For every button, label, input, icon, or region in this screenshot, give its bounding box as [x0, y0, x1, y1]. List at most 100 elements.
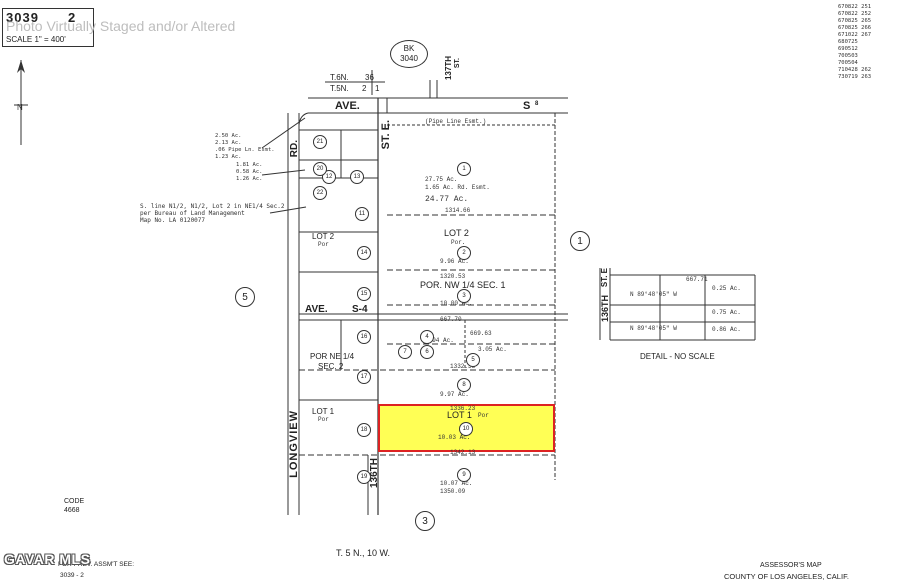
parcel-number: 17	[357, 370, 371, 384]
detail-acreage-2: 0.75 Ac.	[712, 309, 741, 316]
township-6n: T.6N.	[330, 73, 349, 82]
prev-ref: 3039 - 2	[60, 572, 84, 579]
detail-acreage-1: 0.25 Ac.	[712, 285, 741, 292]
parcel-number: 15	[357, 287, 371, 301]
pipe-line: (Pipe Line Esmt.)	[425, 118, 487, 125]
parcel-number: 6	[420, 345, 434, 359]
lot1-right: LOT 1	[447, 410, 472, 420]
dimension: 1320.53	[440, 273, 466, 280]
detail-acreage-3: 0.86 Ac.	[712, 326, 741, 333]
detail-bearing-1: N 89°48'05" W	[630, 291, 677, 298]
note-line: 680725	[838, 39, 858, 45]
acreage: 10.00 Ac.	[440, 300, 473, 307]
parcel-number: 13	[350, 170, 364, 184]
road-ave-mid: AVE.	[305, 304, 328, 315]
lot1-left: LOT 1	[312, 407, 335, 416]
mls-logo: GAVAR MLS	[4, 551, 91, 567]
dimension: 1342.13	[450, 449, 476, 456]
acreage: 10.07 Ac.	[440, 480, 473, 487]
parcel-number: 7	[398, 345, 412, 359]
dimension: 1314.66	[445, 207, 471, 214]
road-longview: LONGVIEW	[288, 410, 300, 478]
acreage: 9.94 Ac.	[425, 337, 454, 344]
parcel-number: 21	[313, 135, 327, 149]
detail-road-st-e: ST. E	[600, 268, 609, 288]
parcel-number: 19	[357, 470, 371, 484]
survey-note: S. line N1/2, N1/2, Lot 2 in NE1/4 Sec.2…	[140, 203, 285, 224]
north-arrow-icon: N	[14, 60, 28, 145]
code-value: 4668	[64, 507, 80, 514]
note-line: 671022 267	[838, 32, 872, 38]
book-ref: BK 3040	[390, 40, 428, 68]
parcel-number: 10	[459, 422, 473, 436]
road-s4: S-4	[352, 304, 368, 315]
road-s-top: S	[523, 100, 531, 112]
township-5n: T.5N.	[330, 84, 349, 93]
code-label: CODE	[64, 498, 85, 505]
parcel-number: 14	[357, 246, 371, 260]
road-137th-st: ST.	[454, 58, 461, 69]
left-note-1: 2.50 Ac. 2.13 Ac. .06 Pipe Ln. Esmt. 1.2…	[215, 133, 275, 160]
parcel-number: 16	[357, 330, 371, 344]
note-line: 730719 263	[838, 74, 872, 80]
lot2-right: LOT 2	[444, 228, 469, 238]
note-line: 670825 266	[838, 25, 872, 31]
note-line: 700503	[838, 53, 858, 59]
scale-label: SCALE 1" = 400'	[6, 35, 66, 44]
note-line: 670825 265	[838, 18, 872, 24]
lot1-right-por: Por	[478, 412, 489, 419]
dimension: 667.70	[440, 316, 462, 323]
watermark: Photo Virtually Staged and/or Altered	[6, 18, 236, 34]
note-line: 690512	[838, 46, 858, 52]
big-parcel-1: 1	[570, 231, 590, 251]
parcel-number: 3	[457, 289, 471, 303]
detail-label: DETAIL - NO SCALE	[640, 352, 715, 361]
assessor-map: ASSESSOR'S MAP	[760, 562, 822, 569]
por-ne: POR NE 1/4	[310, 352, 355, 361]
book-ref-bk: BK	[403, 44, 415, 53]
big-parcel-3: 3	[415, 511, 435, 531]
acreage: 27.75 Ac.	[425, 176, 458, 183]
acreage: 1.65 Ac. Rd. Esmt.	[425, 184, 490, 191]
book-page: 3039	[6, 10, 39, 25]
lot1-left-por: Por	[318, 416, 329, 423]
lot2-left-por: Por	[318, 241, 329, 248]
dimension: 1332.33	[450, 363, 476, 370]
parcel-number: 8	[457, 378, 471, 392]
dimension: 669.63	[470, 330, 492, 337]
dimension: 667.71	[686, 276, 708, 283]
detail-road-136th: 136TH	[600, 295, 610, 323]
acreage: 9.97 Ac.	[440, 391, 469, 398]
big-parcel-5: 5	[235, 287, 255, 307]
dimension: 1336.23	[450, 405, 476, 412]
acreage: 3.05 Ac.	[478, 346, 507, 353]
range-36: 36	[365, 73, 374, 82]
parcel-number: 22	[313, 186, 327, 200]
acreage: 9.96 Ac.	[440, 258, 469, 265]
por-nw: POR. NW 1/4 SEC. 1	[420, 280, 506, 290]
note-line: 700504	[838, 60, 858, 66]
note-line: 710428 262	[838, 67, 872, 73]
left-note-2: 1.81 Ac. 0.58 Ac. 1.26 Ac.	[236, 162, 263, 182]
county: COUNTY OF LOS ANGELES, CALIF.	[724, 572, 849, 581]
range-1: 1	[375, 84, 380, 93]
road-s-top-num: 8	[535, 101, 539, 107]
page-number: 2	[68, 10, 77, 25]
road-ave-top: AVE.	[335, 100, 360, 112]
top-right-notes: 670822 251 670822 252 670825 265 670825 …	[838, 4, 900, 81]
dimension: 1350.09	[440, 488, 466, 495]
lot2-left: LOT 2	[312, 232, 335, 241]
road-137th: 137TH	[444, 56, 453, 81]
road-136th: 136TH	[369, 458, 380, 489]
prev-assmt: FOR PREV. ASSM'T SEE:	[58, 561, 135, 568]
range-2: 2	[362, 84, 367, 93]
sec2: SEC. 2	[318, 362, 344, 371]
parcel-number: 2	[457, 246, 471, 260]
acreage: 24.77 Ac.	[425, 195, 469, 204]
note-line: 670822 252	[838, 11, 872, 17]
parcel-number: 5	[466, 353, 480, 367]
parcel-number: 4	[420, 330, 434, 344]
township-bottom: T. 5 N., 10 W.	[336, 548, 391, 558]
book-ref-num: 3040	[400, 54, 418, 63]
detail-bearing-2: N 89°48'05" W	[630, 325, 677, 332]
